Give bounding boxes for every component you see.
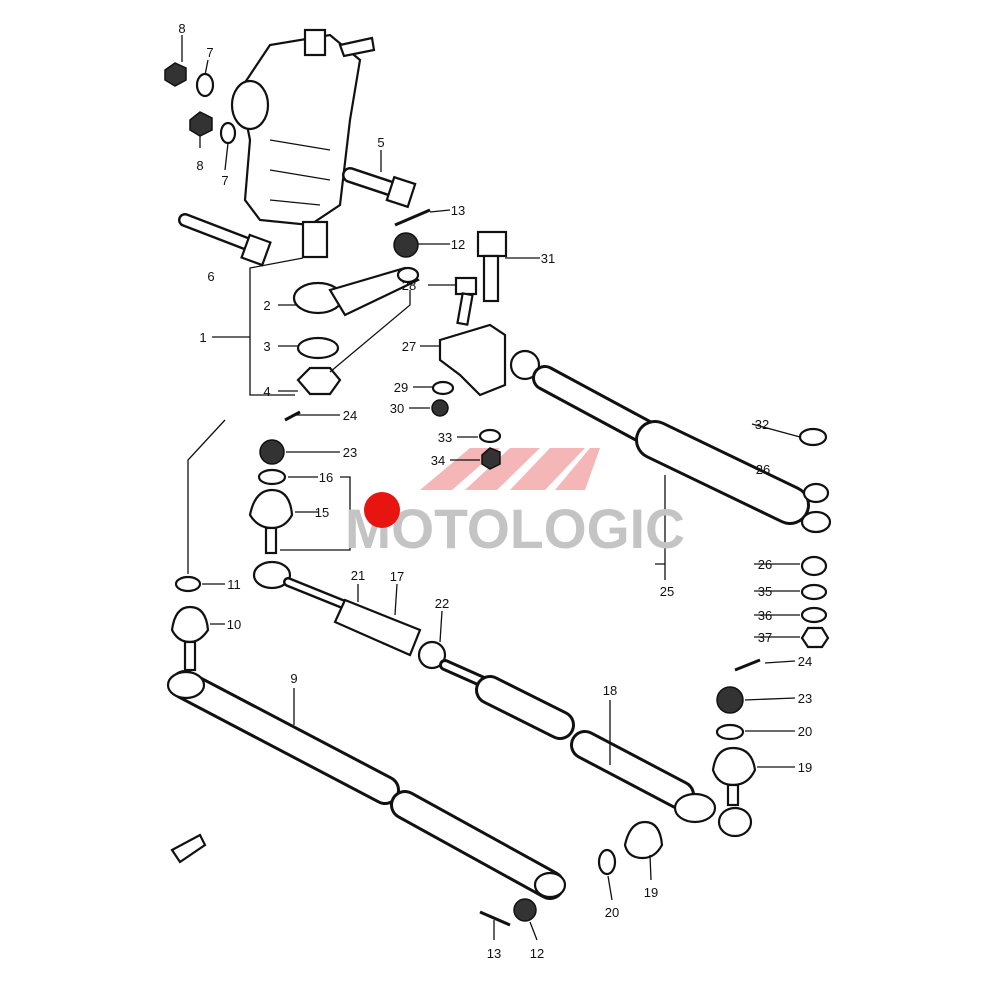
callout-label: 26 (756, 462, 770, 477)
callout-label: 16 (319, 470, 333, 485)
bolt-5 (342, 167, 417, 209)
callout-labels: 8 7 8 7 5 13 6 12 31 28 2 1 27 3 4 29 30… (178, 21, 812, 961)
tie-rod-17-18 (252, 560, 753, 838)
bolt-31 (476, 230, 508, 303)
bolt-6 (178, 213, 272, 267)
callout-label: 33 (438, 430, 452, 445)
damper-25 (509, 349, 832, 534)
callout-label: 26 (758, 557, 772, 572)
callout-label: 7 (206, 45, 213, 60)
callout-label: 5 (377, 135, 384, 150)
front-arrow-icon (170, 833, 207, 864)
callout-label: 13 (487, 946, 501, 961)
callout-label: 37 (758, 630, 772, 645)
callout-label: 11 (227, 577, 241, 592)
callout-label: 12 (451, 237, 465, 252)
callout-label: 20 (798, 724, 812, 739)
callout-label: 17 (390, 569, 404, 584)
callout-label: 3 (263, 339, 270, 354)
callout-label: 36 (758, 608, 772, 623)
callout-label: 28 (402, 278, 416, 293)
callout-label: 6 (207, 269, 214, 284)
bolt-28 (454, 276, 478, 326)
callout-label: 15 (315, 505, 329, 520)
callout-label: 21 (351, 568, 365, 583)
callout-label: 9 (290, 671, 297, 686)
callout-label: 24 (343, 408, 357, 423)
callout-label: 31 (541, 251, 555, 266)
callout-label: 27 (402, 339, 416, 354)
leader-lines (181, 35, 801, 941)
marker-dot (364, 492, 400, 528)
callout-label: 2 (263, 298, 270, 313)
callout-label: 29 (394, 380, 408, 395)
callout-label: 22 (435, 596, 449, 611)
hardware (164, 62, 830, 927)
callout-label: 10 (227, 617, 241, 632)
callout-label: 13 (451, 203, 465, 218)
callout-label: 4 (263, 384, 270, 399)
watermark-logo (420, 448, 600, 490)
callout-label: 20 (605, 905, 619, 920)
callout-label: 1 (199, 330, 206, 345)
callout-label: 8 (196, 158, 203, 173)
callout-label: 19 (798, 760, 812, 775)
callout-label: 18 (603, 683, 617, 698)
callout-label: 25 (660, 584, 674, 599)
callout-label: 35 (758, 584, 772, 599)
callout-label: 32 (755, 417, 769, 432)
callout-label: 23 (343, 445, 357, 460)
drag-rod-9 (166, 670, 567, 900)
callout-label: 34 (431, 453, 445, 468)
watermark-text: MOTOLOGIC (345, 497, 685, 560)
callout-label: 19 (644, 885, 658, 900)
callout-label: 12 (530, 946, 544, 961)
steering-gearbox (230, 28, 376, 259)
callout-label: 30 (390, 401, 404, 416)
callout-label: 7 (221, 173, 228, 188)
callout-label: 24 (798, 654, 812, 669)
callout-label: 8 (178, 21, 185, 36)
callout-label: 23 (798, 691, 812, 706)
